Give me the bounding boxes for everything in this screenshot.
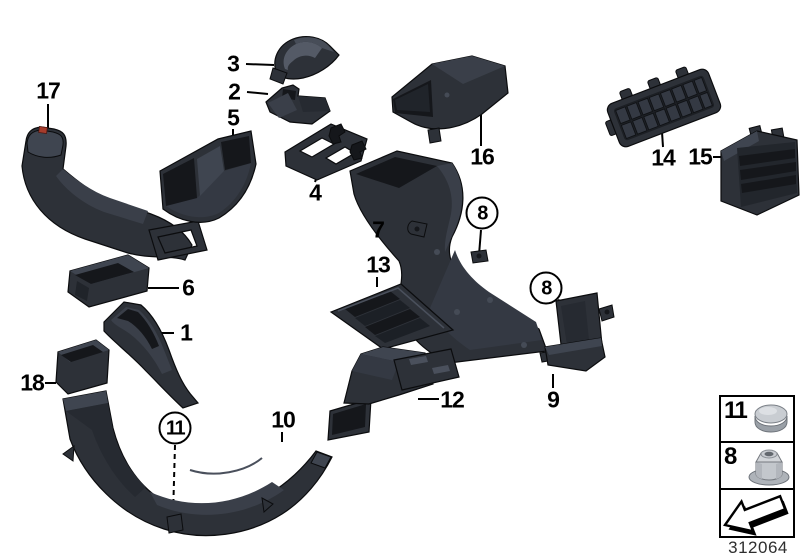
part-3-funnel-duct	[269, 36, 340, 85]
blind-plug-icon	[754, 404, 788, 433]
part-16-duct	[391, 55, 509, 144]
part-17-air-duct	[21, 126, 208, 261]
legend-label-11[interactable]: 11	[724, 397, 748, 424]
callout-4[interactable]: 4	[309, 179, 322, 206]
callout-18[interactable]: 18	[20, 369, 45, 396]
callout-12[interactable]: 12	[440, 386, 465, 413]
callout-8-right[interactable]: 8	[529, 271, 563, 305]
callout-16[interactable]: 16	[470, 143, 495, 170]
legend-row-arrow	[721, 490, 793, 536]
legend-label-8[interactable]: 8	[724, 443, 737, 471]
callout-2[interactable]: 2	[228, 78, 241, 105]
callout-9[interactable]: 9	[547, 386, 560, 413]
callout-8-upper[interactable]: 8	[465, 196, 499, 230]
part-1-duct	[103, 301, 200, 409]
legend-row-plug: 11	[721, 397, 793, 444]
callout-1[interactable]: 1	[180, 319, 193, 346]
part-4-mounting-plate	[284, 123, 368, 181]
part-2-bracket	[265, 84, 331, 125]
callout-3[interactable]: 3	[227, 50, 240, 77]
part-12-duct	[327, 346, 460, 441]
legend-box: 11 8	[719, 395, 795, 538]
leader-3	[245, 63, 275, 66]
part-10-floor-duct	[62, 390, 333, 537]
leader-11-dashed	[172, 444, 176, 517]
callout-5[interactable]: 5	[227, 104, 240, 131]
grille-cells	[615, 76, 713, 140]
legend-row-nut: 8	[721, 443, 793, 490]
diagram-number: 312064	[728, 538, 788, 557]
part-15-vent-box	[720, 125, 800, 216]
part-9-bracket	[544, 292, 615, 372]
part-rear-floor-duct	[349, 150, 555, 364]
callout-6[interactable]: 6	[182, 274, 195, 301]
flange-nut-icon	[748, 449, 790, 486]
callout-14[interactable]: 14	[651, 144, 676, 171]
leader-14	[661, 131, 664, 148]
callout-11[interactable]: 11	[158, 411, 192, 445]
callout-10[interactable]: 10	[271, 406, 296, 433]
part-13-louver-plate	[329, 283, 455, 350]
callout-7[interactable]: 7	[372, 216, 385, 243]
leader-2	[246, 91, 269, 95]
direction-arrow-icon	[723, 494, 789, 536]
tab-11	[166, 513, 184, 534]
part-5-duct	[159, 130, 257, 223]
part-18-duct	[55, 339, 110, 395]
callout-15[interactable]: 15	[688, 143, 713, 170]
part-6-duct	[67, 254, 150, 308]
red-clip	[38, 126, 48, 134]
part-14-vent-grille	[605, 66, 722, 148]
callout-13[interactable]: 13	[366, 251, 391, 278]
callout-17[interactable]: 17	[36, 77, 61, 104]
